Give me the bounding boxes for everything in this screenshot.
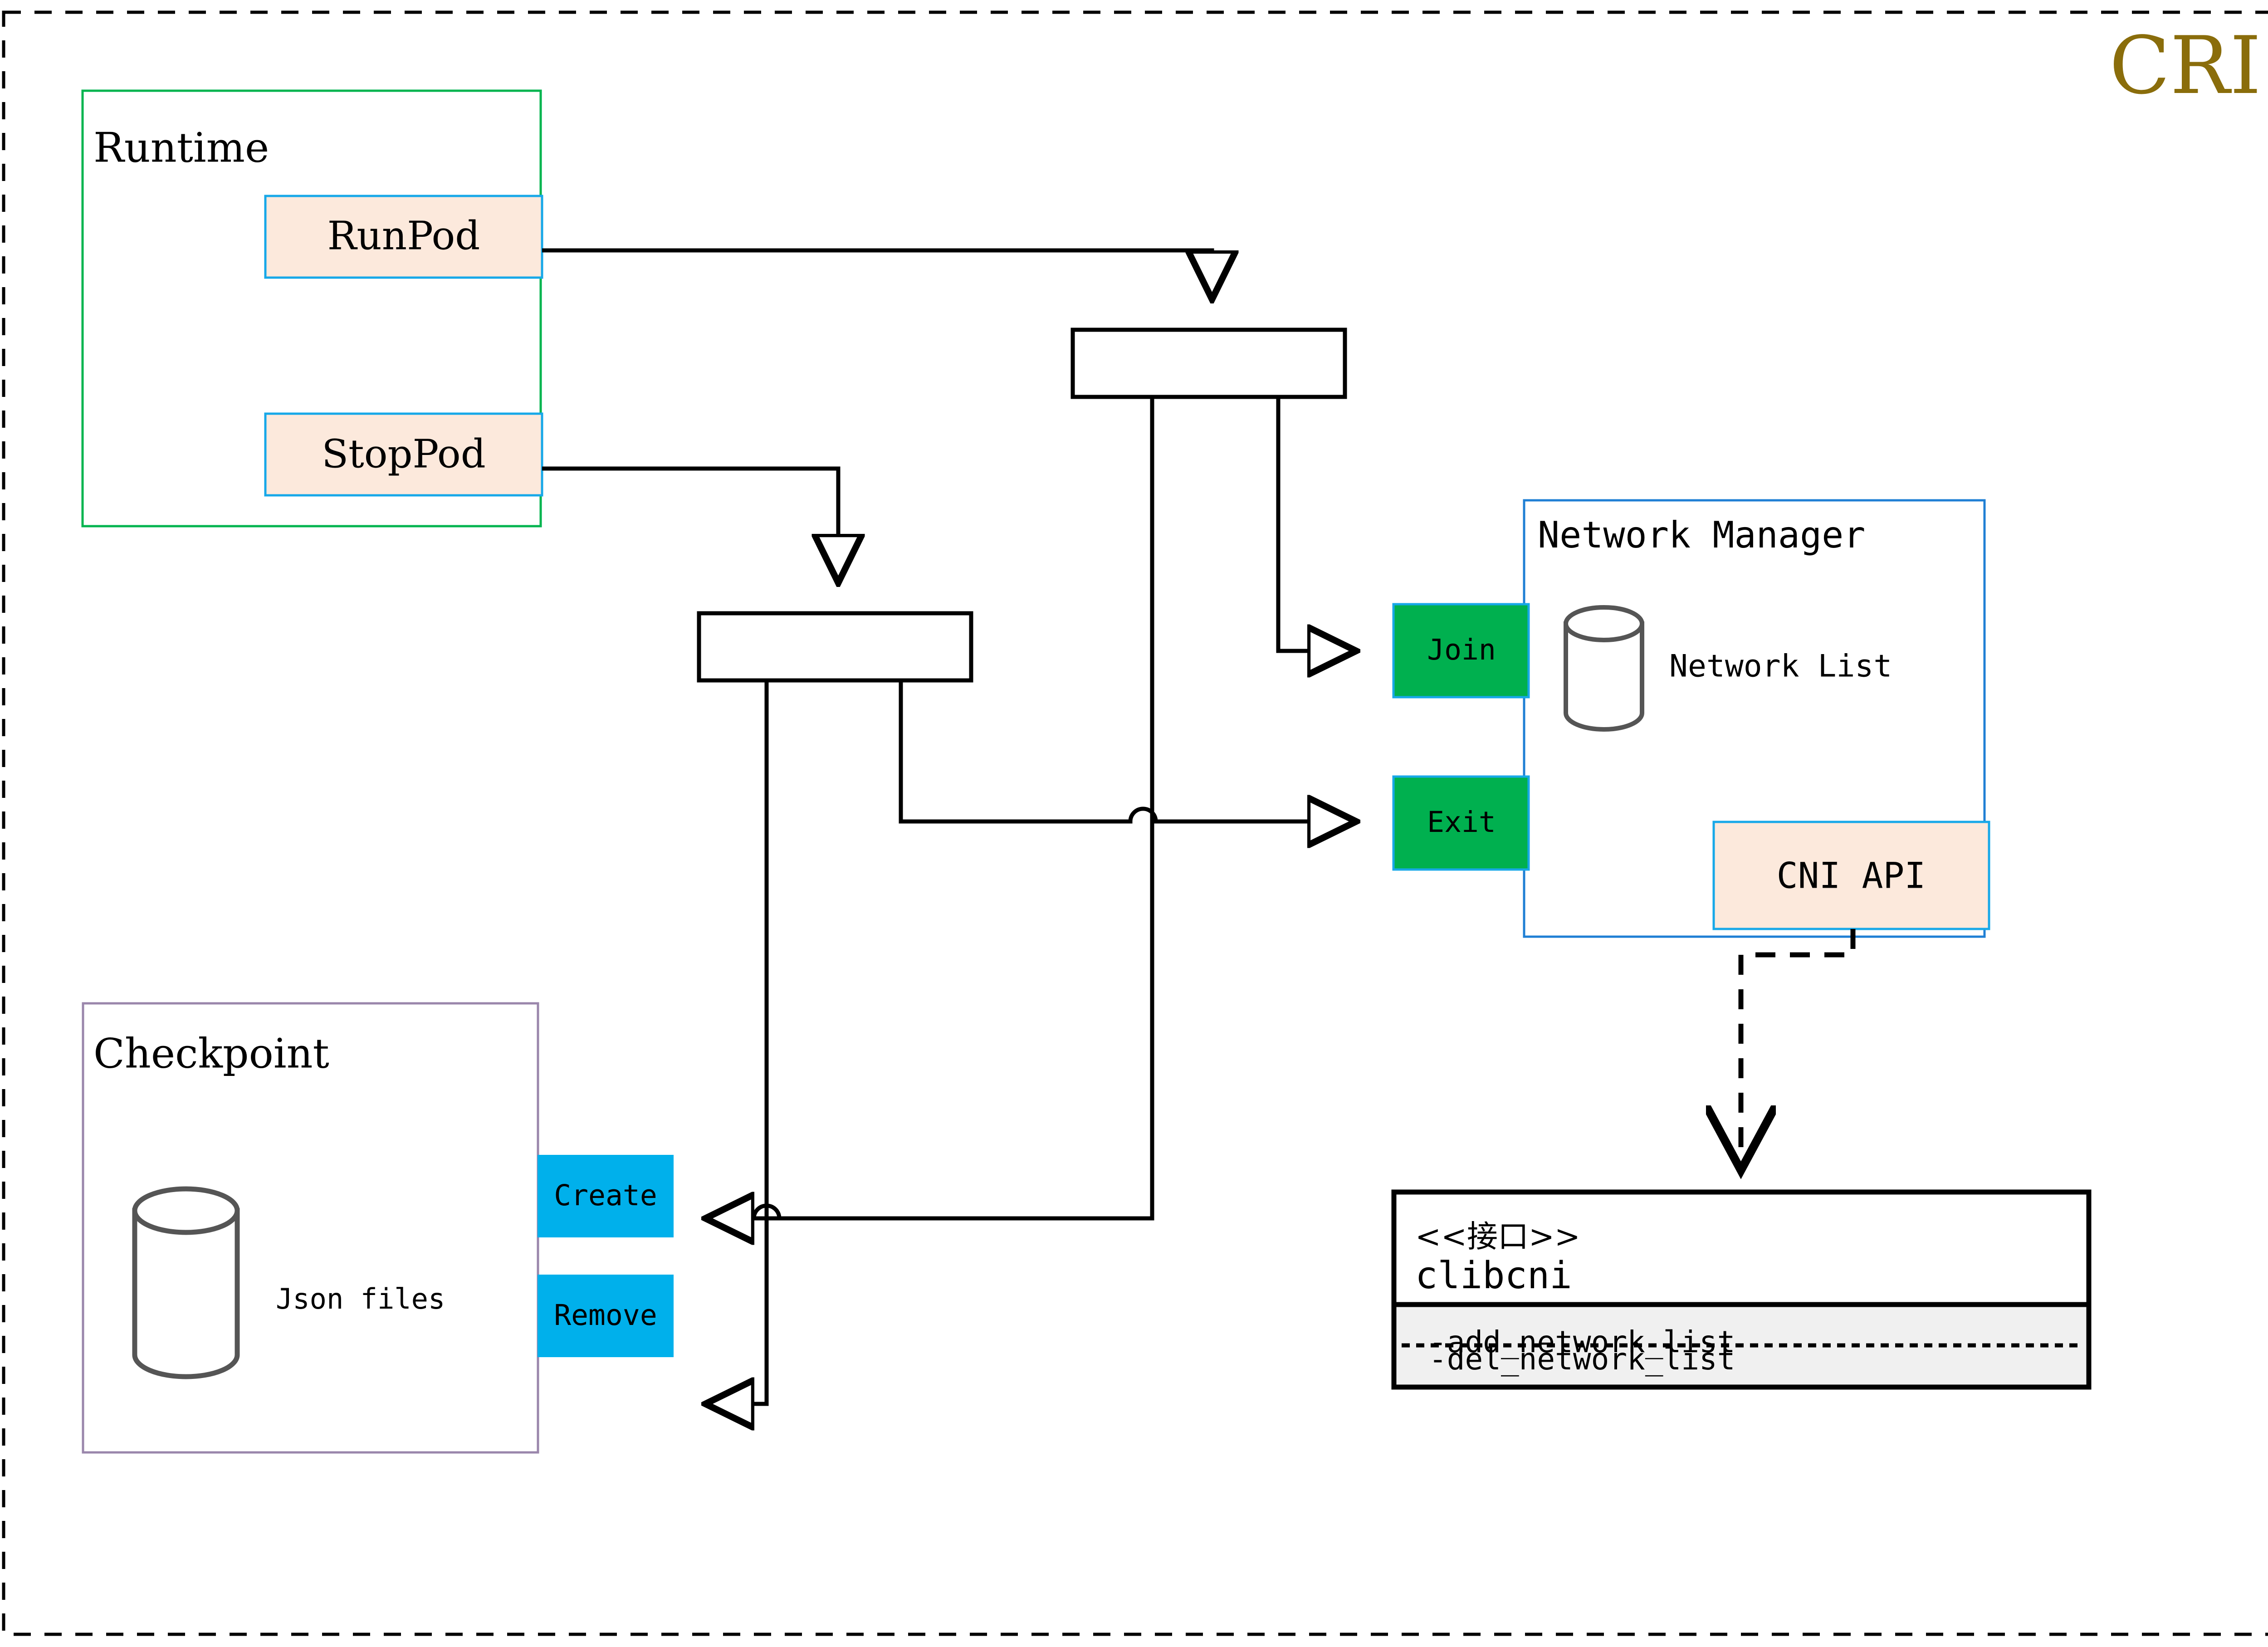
outer-frame — [2, 10, 2268, 1636]
exit-node[interactable] — [1392, 775, 1530, 871]
json-files-datastore-icon — [132, 1186, 240, 1379]
cni-api-node[interactable] — [1712, 821, 1990, 930]
junction-bar-top — [1070, 327, 1347, 399]
junction-bar-bottom — [697, 611, 973, 683]
join-label: Join — [1427, 633, 1496, 666]
json-files-label: Json files — [276, 1282, 445, 1315]
network-list-label: Network List — [1669, 649, 1892, 684]
clibcni-interface-outline — [1391, 1189, 2092, 1390]
edge-stoppod-to-bottom-junction — [542, 466, 838, 583]
network-manager-group-label: Network Manager — [1538, 514, 1865, 556]
clibcni-stereotype: <<接口>> — [1415, 1219, 1580, 1255]
page-title: CRI — [2109, 20, 2261, 112]
edge-top-junction-to-join — [1276, 397, 1356, 651]
create-label: Create — [554, 1179, 657, 1212]
checkpoint-group-label: Checkpoint — [93, 1030, 329, 1077]
runtime-group-label: Runtime — [93, 124, 269, 171]
remove-node[interactable] — [538, 1275, 674, 1357]
stop-pod-label: StopPod — [322, 432, 486, 477]
clibcni-name: clibcni — [1415, 1254, 1572, 1297]
stop-pod-node[interactable] — [264, 412, 543, 497]
edge-bottom-junction-to-remove — [705, 680, 769, 1404]
line-hop-create-edge — [752, 1203, 782, 1219]
edge-top-junction-to-create — [705, 397, 1154, 1218]
edge-cni-api-to-clibcni — [1741, 929, 1856, 1170]
edge-bottom-junction-to-exit — [899, 680, 1356, 821]
network-list-datastore-icon — [1564, 605, 1644, 732]
create-node[interactable] — [538, 1155, 674, 1237]
clibcni-method-1: -del_network_list — [1429, 1342, 1735, 1377]
exit-label: Exit — [1427, 806, 1496, 839]
remove-label: Remove — [554, 1299, 657, 1332]
cni-api-label: CNI API — [1777, 855, 1926, 896]
run-pod-label: RunPod — [327, 214, 480, 259]
run-pod-node[interactable] — [264, 195, 543, 279]
edge-runpod-to-top-junction — [542, 248, 1212, 299]
join-node[interactable] — [1392, 603, 1530, 699]
clibcni-method-0: -add_network_list — [1429, 1324, 1735, 1359]
